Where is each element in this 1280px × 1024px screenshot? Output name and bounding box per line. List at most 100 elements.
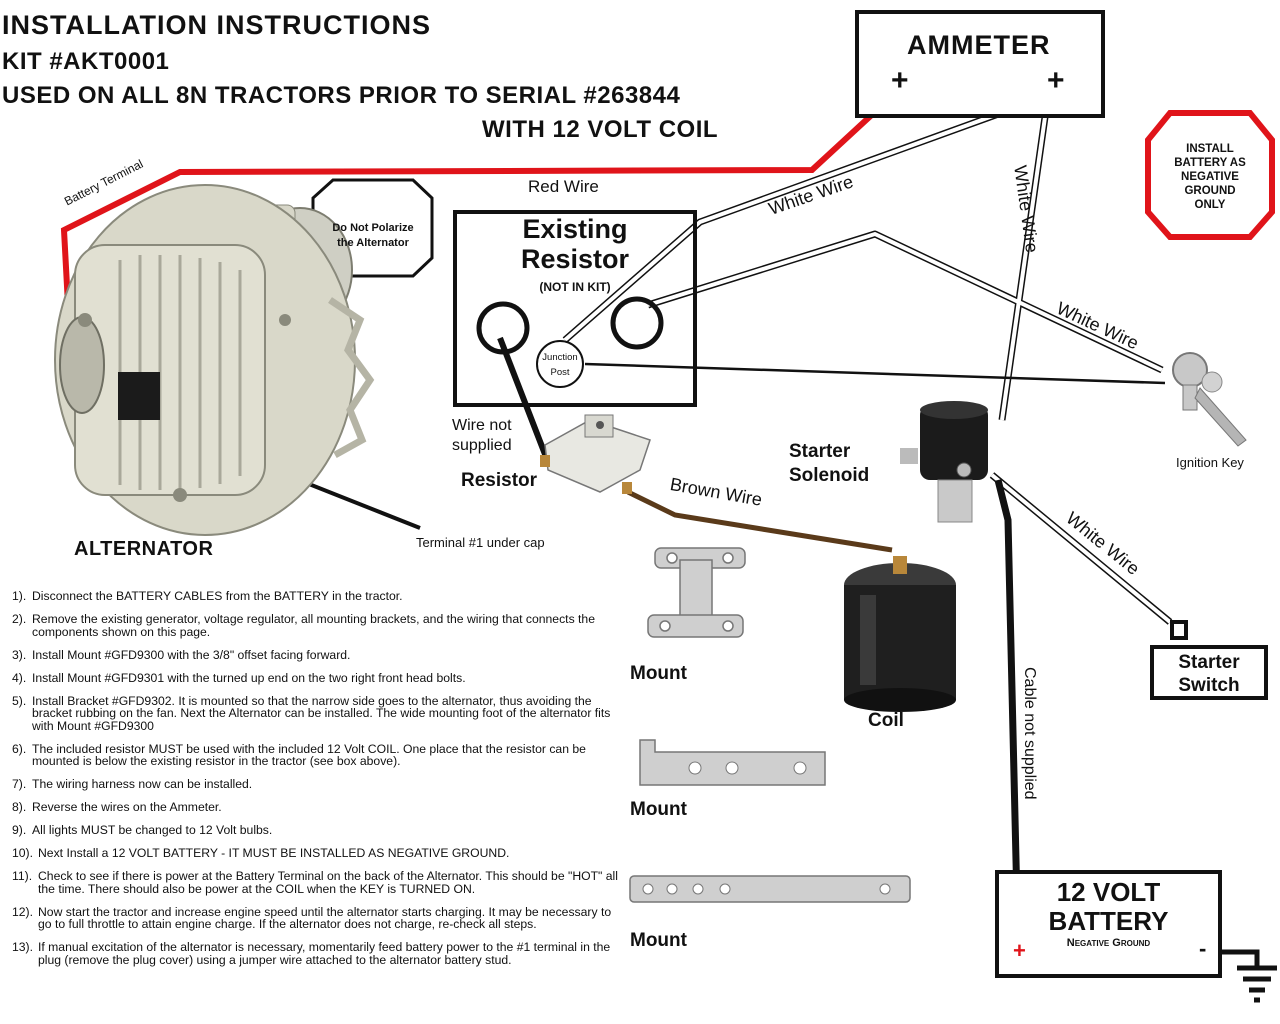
- red-wire: [60, 95, 893, 306]
- step-number: 6).: [12, 741, 27, 756]
- ammeter-box: AMMETER + +: [855, 10, 1105, 118]
- starter-switch-box: Starter Switch: [1150, 645, 1268, 700]
- step-text: Reverse the wires on the Ammeter.: [32, 800, 222, 814]
- mount-2-image: [639, 739, 826, 786]
- instruction-steps: 1). Disconnect the BATTERY CABLES from th…: [12, 590, 622, 977]
- step-number: 11).: [12, 869, 33, 883]
- step-number: 3).: [12, 647, 27, 662]
- brown-wire: [626, 489, 893, 553]
- resistor-label: Resistor: [461, 470, 538, 491]
- battery-line1: 12 VOLT: [1056, 877, 1161, 907]
- existing-resistor-terminal-left: [476, 301, 530, 355]
- step-text: Now start the tractor and increase engin…: [38, 904, 612, 931]
- mount-1-label: Mount: [630, 663, 687, 684]
- badge-line: Do Not Polarize: [332, 222, 414, 234]
- wire-not-supplied-label-2: supplied: [452, 437, 512, 454]
- starter-solenoid-label-1: Starter: [789, 441, 851, 462]
- mount-3-label: Mount: [630, 930, 687, 951]
- list-item: 11). Check to see if there is power at th…: [12, 870, 622, 895]
- step-text: Install Mount #GFD9301 with the turned u…: [32, 670, 466, 685]
- alternator-image: [54, 184, 375, 536]
- starter-switch-line1: Starter: [1178, 652, 1240, 673]
- red-wire-label: Red Wire: [528, 177, 599, 196]
- step-number: 9).: [12, 823, 27, 837]
- page-title: INSTALLATION INSTRUCTIONS: [2, 10, 431, 40]
- white-wires: [562, 92, 1173, 625]
- ammeter-title: AMMETER: [907, 30, 1051, 60]
- list-item: 4). Install Mount #GFD9301 with the turne…: [12, 670, 622, 685]
- junction-line2: Post: [550, 367, 570, 378]
- badge-line: NEGATIVE: [1181, 171, 1239, 183]
- step-text: All lights MUST be changed to 12 Volt bu…: [32, 823, 273, 837]
- mount-3-image: [629, 875, 911, 903]
- negative-ground-note: Negative Ground: [1066, 937, 1151, 949]
- battery-box: 12 VOLT BATTERY Negative Ground + -: [995, 870, 1222, 978]
- ignition-key-label: Ignition Key: [1176, 455, 1244, 470]
- starter-switch-line2: Switch: [1178, 675, 1240, 696]
- step-text: Remove the existing generator, voltage r…: [32, 612, 595, 639]
- coil-note: WITH 12 VOLT COIL: [482, 116, 719, 143]
- existing-resistor-line2: Resistor: [520, 244, 630, 274]
- install-battery-badge-shape: [1145, 110, 1275, 240]
- battery-cable: [994, 479, 1022, 946]
- list-item: 5).Install Bracket #GFD9302. It is mount…: [12, 693, 622, 733]
- list-item: 9). All lights MUST be changed to 12 Volt…: [12, 824, 622, 837]
- list-item: 1). Disconnect the BATTERY CABLES from th…: [12, 590, 622, 603]
- kit-number: KIT #AKT0001: [2, 48, 170, 75]
- starter-switch-connector: [1170, 620, 1188, 640]
- existing-resistor-terminal-right: [610, 296, 664, 350]
- badge-line: the Alternator: [337, 237, 409, 249]
- terminal-1-label: Terminal #1 under cap: [416, 535, 545, 550]
- step-text: Disconnect the BATTERY CABLES from the B…: [32, 589, 403, 603]
- ammeter-plus-left: +: [891, 64, 910, 97]
- battery-minus-terminal: -: [1199, 936, 1207, 961]
- step-number: 10).: [12, 846, 34, 860]
- coil-image: [844, 556, 956, 712]
- badge-line: ONLY: [1194, 199, 1226, 211]
- wire-not-supplied: [497, 336, 551, 464]
- tractor-applicability: USED ON ALL 8N TRACTORS PRIOR TO SERIAL …: [2, 82, 681, 109]
- step-text: The included resistor MUST be used with …: [32, 741, 586, 768]
- step-text: The wiring harness now can be installed.: [32, 777, 253, 791]
- mount-1-image: [647, 547, 746, 638]
- step-text: Install Bracket #GFD9302. It is mounted …: [32, 693, 611, 733]
- alternator-label: ALTERNATOR: [74, 538, 214, 560]
- step-number: 12).: [12, 904, 34, 919]
- step-number: 8).: [12, 800, 27, 814]
- step-number: 2).: [12, 612, 27, 626]
- step-number: 1).: [12, 589, 27, 603]
- battery-plus-terminal: +: [1013, 938, 1026, 963]
- wire-not-supplied-label-1: Wire not: [452, 417, 512, 434]
- step-text: Check to see if there is power at the Ba…: [38, 869, 618, 896]
- ammeter-plus-right: +: [1047, 64, 1066, 97]
- coil-label: Coil: [868, 710, 904, 731]
- list-item: 3). Install Mount #GFD9300 with the 3/8" …: [12, 647, 622, 662]
- battery-line2: BATTERY: [1048, 906, 1169, 936]
- starter-solenoid-label-2: Solenoid: [789, 465, 870, 486]
- badge-line: GROUND: [1184, 185, 1236, 197]
- resistor-image: [540, 414, 651, 494]
- existing-resistor-title: Existing Resistor: [457, 214, 693, 274]
- step-number: 4).: [12, 670, 27, 685]
- ignition-key-image: [1172, 352, 1247, 447]
- badge-line: INSTALL: [1186, 143, 1234, 155]
- do-not-polarize-badge: Do Not Polarize the Alternator: [316, 221, 430, 251]
- junction-to-key-wire: [584, 362, 1166, 385]
- step-text: Next Install a 12 VOLT BATTERY - IT MUST…: [38, 846, 510, 860]
- existing-resistor-line1: Existing: [522, 214, 628, 244]
- ground-icon: [1215, 949, 1277, 1003]
- not-in-kit-note: (NOT IN KIT): [539, 280, 611, 294]
- list-item: 2). Remove the existing generator, voltag…: [12, 613, 622, 638]
- list-item: 12). Now start the tractor and increase e…: [12, 904, 622, 931]
- list-item: 8). Reverse the wires on the Ammeter.: [12, 801, 622, 814]
- cable-not-supplied-label: Cable not supplied: [1021, 667, 1038, 800]
- install-battery-badge: INSTALL BATTERY AS NEGATIVE GROUND ONLY: [1152, 142, 1268, 212]
- starter-solenoid-image: [900, 401, 988, 523]
- step-text: Install Mount #GFD9300 with the 3/8" off…: [32, 647, 351, 662]
- step-number: 13).: [12, 940, 34, 954]
- battery-title: 12 VOLT BATTERY: [999, 878, 1218, 936]
- list-item: 6). The included resistor MUST be used wi…: [12, 741, 622, 768]
- existing-resistor-box: Existing Resistor (NOT IN KIT): [453, 210, 697, 407]
- list-item: 10). Next Install a 12 VOLT BATTERY - IT …: [12, 847, 622, 860]
- starter-switch-label: Starter Switch: [1154, 651, 1264, 697]
